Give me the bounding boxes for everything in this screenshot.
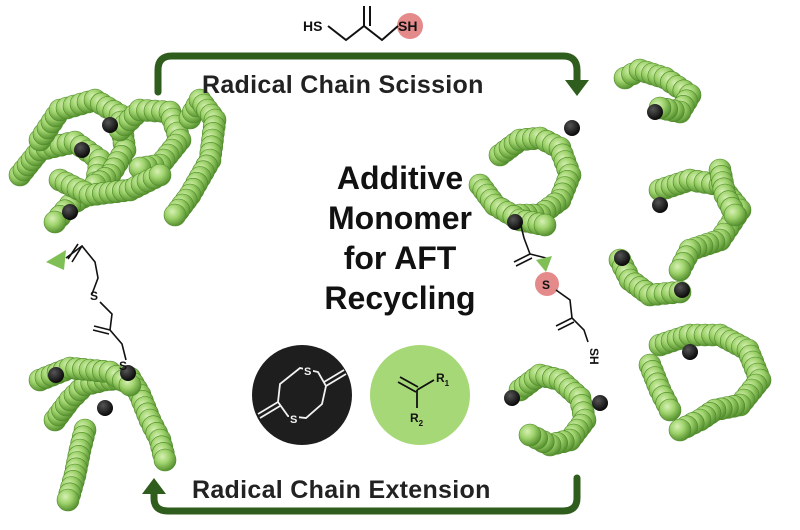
- monomer-bead: [56, 488, 80, 512]
- ring-sulfur-top: S: [304, 366, 311, 378]
- linker-sulfur-b: S: [119, 359, 127, 373]
- chain-end-cap: [48, 367, 64, 383]
- red-highlight: [397, 13, 423, 39]
- extension-arrow: [142, 474, 581, 515]
- polymer-chain: [648, 323, 772, 442]
- polymer-chain: [608, 248, 692, 307]
- chain-end-cap: [592, 395, 608, 411]
- monomer-bead: [163, 203, 187, 227]
- linker-sulfur-a: S: [90, 289, 98, 303]
- title-line: Additive: [336, 160, 464, 196]
- reagent-dithiol-structure: HS SH: [303, 6, 423, 42]
- vinyl-monomer: R1 R2: [370, 345, 470, 445]
- scission-arrow: [154, 52, 589, 96]
- chain-end-cap: [652, 197, 668, 213]
- title-line: for AFT: [343, 240, 457, 276]
- arrowhead-up-icon: [142, 478, 166, 494]
- polymer-chain: [708, 158, 747, 227]
- polymer-chain: [48, 163, 172, 207]
- chain-end-cap: [97, 400, 113, 416]
- polymer-chain: [504, 363, 608, 457]
- cyclic-disulfide-monomer: S S: [252, 345, 352, 445]
- chain-end-cap: [507, 214, 523, 230]
- red-highlight: [535, 272, 559, 296]
- green-radical-icon: [536, 256, 552, 272]
- figure-title: Additive Monomer for AFT Recycling: [250, 158, 550, 318]
- monomer-bead: [723, 203, 747, 227]
- arrowhead-down-icon: [565, 80, 589, 96]
- polymer-chain: [56, 418, 97, 512]
- ring-sulfur-bottom: S: [290, 414, 297, 426]
- green-radical-icon: [46, 250, 66, 270]
- chain-end-cap: [674, 282, 690, 298]
- extension-label: Radical Chain Extension: [192, 476, 491, 504]
- chain-end-cap: [120, 365, 136, 381]
- monomer-bead: [668, 418, 692, 442]
- monomer-bead: [533, 213, 557, 237]
- reagent-left-group: HS: [303, 18, 322, 34]
- polymer-chain: [468, 173, 557, 237]
- substituent-r1: R1: [436, 371, 450, 388]
- right-fragment-structure: S SH: [513, 221, 601, 365]
- chain-end-cap: [74, 142, 90, 158]
- chain-end-cap: [504, 390, 520, 406]
- polymer-chains: [8, 58, 772, 512]
- chain-end-cap: [682, 344, 698, 360]
- fragment-sulfur: S: [542, 278, 550, 292]
- left-linker-structure: S S: [46, 243, 127, 373]
- polymer-chain: [28, 356, 142, 397]
- monomer-bead: [148, 163, 172, 187]
- monomer-bead: [658, 398, 682, 422]
- title-line: Monomer: [328, 200, 472, 236]
- polymer-chain: [102, 98, 192, 180]
- fragment-thiol: SH: [587, 348, 601, 365]
- chain-end-cap: [564, 120, 580, 136]
- polymer-chain: [163, 88, 227, 227]
- chain-end-cap: [102, 117, 118, 133]
- monomer-bead: [668, 258, 692, 282]
- monomer-bead: [43, 210, 67, 234]
- reagent-right-group: SH: [398, 18, 417, 34]
- monomer-bead: [518, 423, 542, 447]
- scission-label: Radical Chain Scission: [202, 71, 484, 99]
- polymer-chain: [613, 58, 702, 124]
- substituent-r2: R2: [410, 411, 424, 428]
- chain-end-cap: [62, 204, 78, 220]
- monomer-bead: [153, 448, 177, 472]
- polymer-chain: [488, 120, 582, 227]
- chain-end-cap: [647, 104, 663, 120]
- chain-end-cap: [614, 250, 630, 266]
- polymer-chain: [638, 353, 682, 422]
- title-line: Recycling: [324, 280, 476, 316]
